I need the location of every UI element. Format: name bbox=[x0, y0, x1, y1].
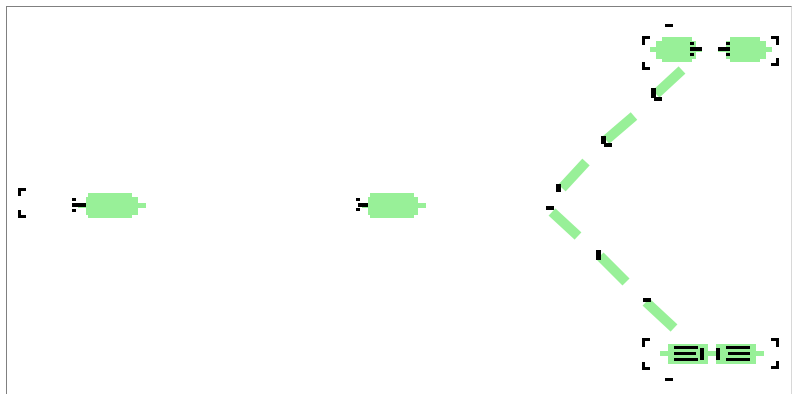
path-segment-lower-3 bbox=[643, 298, 674, 328]
unit-sprite-2[interactable] bbox=[356, 193, 426, 218]
path-segment-lower-2 bbox=[596, 250, 626, 282]
unit-sprite-1[interactable] bbox=[72, 193, 146, 218]
fork-node bbox=[546, 206, 554, 210]
unit-sprite-3[interactable] bbox=[650, 37, 702, 62]
path-segment-upper-2 bbox=[601, 116, 634, 147]
unit-sprite-4[interactable] bbox=[718, 37, 772, 62]
unit-sprite-6[interactable] bbox=[710, 344, 764, 364]
selection-bracket-bottom bbox=[642, 338, 779, 381]
path-segment-upper-3 bbox=[651, 70, 682, 101]
path-segment-lower-1 bbox=[552, 212, 578, 236]
unit-sprite-5[interactable] bbox=[660, 344, 712, 364]
spawn-marker-left bbox=[18, 188, 26, 218]
path-segment-upper-1 bbox=[556, 162, 586, 192]
